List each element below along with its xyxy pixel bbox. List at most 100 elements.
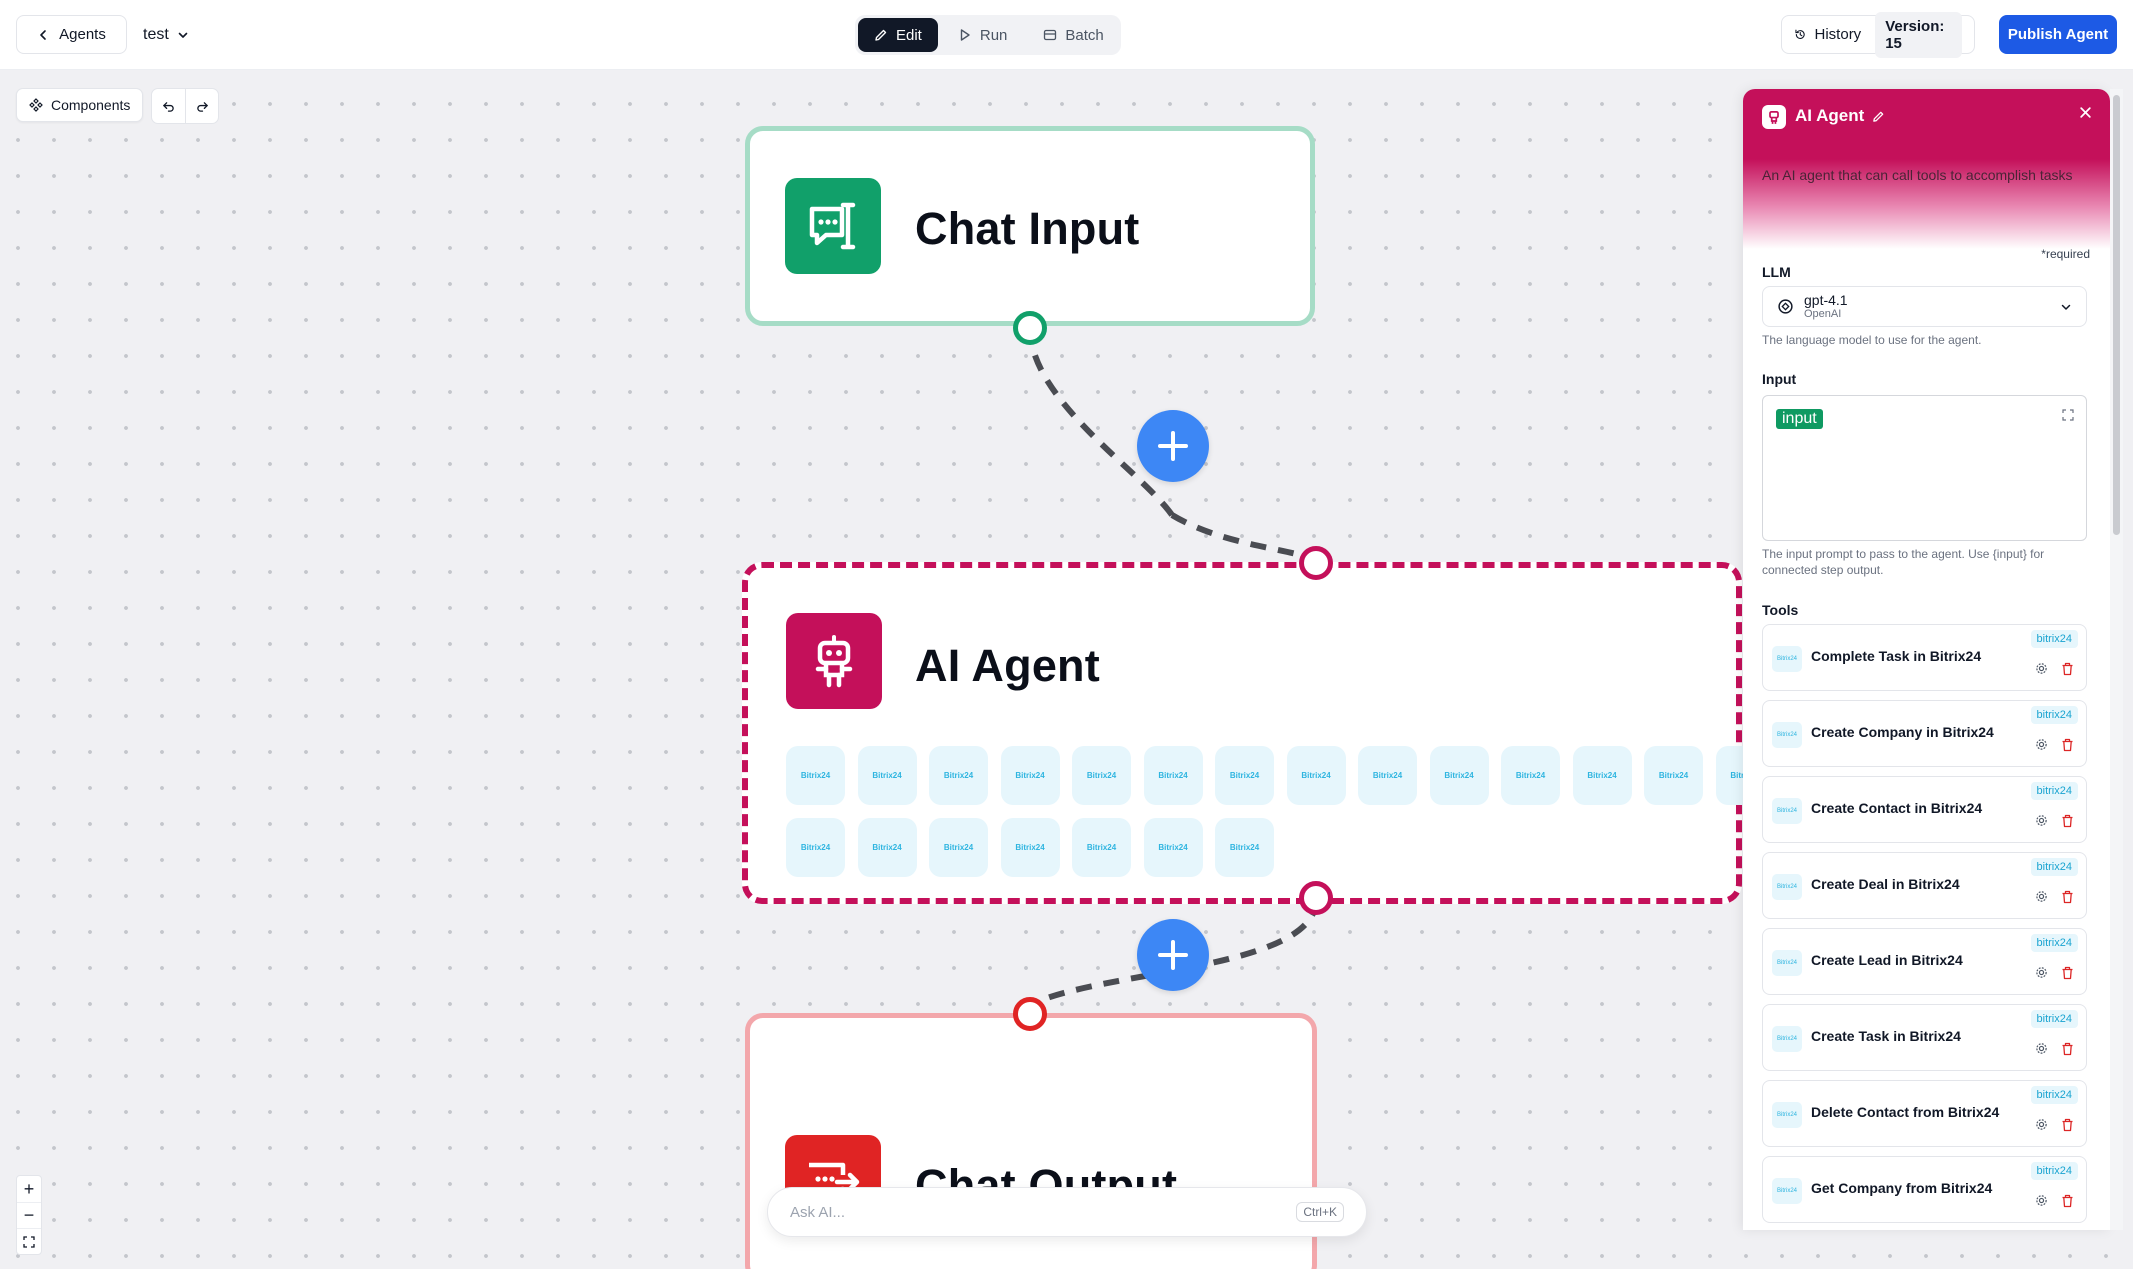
tool-delete-button[interactable] (2061, 890, 2074, 909)
input-variable-tag[interactable]: input (1776, 409, 1823, 429)
tool-chip[interactable]: Bitrix24 (1143, 818, 1203, 877)
ai-agent-output-port[interactable] (1299, 881, 1333, 915)
redo-button[interactable] (185, 89, 218, 123)
tool-chip-logo: Bitrix24 (1587, 771, 1617, 780)
tool-settings-button[interactable] (2035, 738, 2048, 756)
ask-ai-input[interactable]: Ask AI... Ctrl+K (767, 1187, 1367, 1237)
back-label: Agents (59, 26, 106, 43)
tool-provider-badge: bitrix24 (2030, 630, 2078, 648)
trash-icon (2062, 1118, 2073, 1132)
tool-delete-button[interactable] (2061, 738, 2074, 757)
publish-agent-button[interactable]: Publish Agent (1999, 15, 2117, 54)
tab-edit[interactable]: Edit (858, 18, 938, 52)
tool-chip[interactable]: Bitrix24 (1644, 746, 1703, 805)
tool-chip[interactable]: Bitrix24 (1215, 818, 1274, 877)
zoom-in-button[interactable]: + (17, 1176, 41, 1202)
expand-editor-button[interactable] (2062, 408, 2074, 426)
tool-chip[interactable]: Bitrix24 (929, 818, 988, 877)
bitrix24-logo-icon: Bitrix24 (1772, 1102, 1802, 1128)
tool-settings-button[interactable] (2035, 814, 2048, 832)
tool-chip[interactable]: Bitrix24 (786, 818, 845, 877)
back-to-agents-button[interactable]: Agents (16, 15, 127, 54)
tool-name: Get Company from Bitrix24 (1811, 1180, 1993, 1196)
tool-chip[interactable]: Bitrix24 (786, 746, 845, 805)
add-step-button-1[interactable] (1137, 410, 1209, 482)
tool-logo-text: Bitrix24 (1776, 1036, 1797, 1042)
zoom-out-button[interactable]: − (17, 1202, 41, 1228)
history-label: History (1814, 26, 1862, 43)
panel-scrollbar[interactable] (2110, 89, 2123, 1230)
panel-scrollbar-thumb[interactable] (2113, 95, 2120, 535)
tool-settings-button[interactable] (2035, 890, 2048, 908)
version-badge: Version: 15 (1875, 11, 1962, 58)
tool-provider-badge: bitrix24 (2030, 782, 2078, 800)
fit-view-button[interactable] (17, 1228, 41, 1254)
tool-chip[interactable]: Bitrix24 (1072, 818, 1131, 877)
close-icon (2080, 107, 2091, 118)
close-panel-button[interactable] (2079, 106, 2092, 124)
trash-icon (2062, 738, 2073, 752)
tool-provider-badge: bitrix24 (2030, 1162, 2078, 1180)
tool-delete-button[interactable] (2061, 966, 2074, 985)
ai-agent-input-port[interactable] (1299, 546, 1333, 580)
tool-chip[interactable]: Bitrix24 (929, 746, 988, 805)
chevron-down-icon (2061, 304, 2071, 310)
tool-chip[interactable]: Bitrix24 (1143, 746, 1203, 805)
tool-chip-logo: Bitrix24 (943, 771, 974, 780)
tool-settings-button[interactable] (2035, 1042, 2048, 1060)
components-label: Components (51, 97, 131, 113)
llm-help-text: The language model to use for the agent. (1762, 333, 1982, 347)
llm-label: LLM (1762, 264, 1791, 280)
tab-batch[interactable]: Batch (1027, 18, 1119, 52)
history-icon (1795, 29, 1805, 40)
tool-settings-button[interactable] (2035, 1118, 2048, 1136)
tab-run[interactable]: Run (942, 18, 1024, 52)
gear-icon (2036, 1119, 2047, 1130)
llm-select[interactable]: gpt-4.1 OpenAI (1762, 286, 2087, 327)
tool-delete-button[interactable] (2061, 662, 2074, 681)
history-button[interactable]: History Version: 15 (1781, 11, 1975, 58)
chat-input-output-port[interactable] (1013, 311, 1047, 345)
tool-settings-button[interactable] (2035, 1194, 2048, 1212)
tool-provider-badge: bitrix24 (2030, 934, 2078, 952)
agent-name-dropdown[interactable]: test (143, 15, 189, 54)
tool-chip[interactable]: Bitrix24 (1572, 746, 1632, 805)
tool-settings-button[interactable] (2035, 966, 2048, 984)
tool-delete-button[interactable] (2061, 1118, 2074, 1137)
tool-chip[interactable]: Bitrix24 (857, 746, 917, 805)
ask-ai-placeholder: Ask AI... (790, 1203, 846, 1221)
chat-output-input-port[interactable] (1013, 997, 1047, 1031)
add-step-button-2[interactable] (1137, 919, 1209, 991)
tool-chip[interactable]: Bitrix24 (1000, 746, 1060, 805)
tool-chip[interactable]: Bitrix24 (1072, 746, 1131, 805)
llm-provider-name: OpenAI (1804, 308, 1842, 320)
tool-chip[interactable]: Bitrix24 (1286, 746, 1346, 805)
tool-chip[interactable]: Bitrix24 (1000, 818, 1060, 877)
tool-delete-button[interactable] (2061, 1042, 2074, 1061)
tool-chip[interactable]: Bitrix24 (857, 818, 917, 877)
tool-chip[interactable]: Bitrix24 (1358, 746, 1417, 805)
tool-delete-button[interactable] (2061, 814, 2074, 833)
components-button[interactable]: Components (16, 88, 144, 122)
tool-chip[interactable]: Bitrix24 (1501, 746, 1560, 805)
tool-logo-text: Bitrix24 (1776, 1112, 1797, 1118)
tool-name: Create Lead in Bitrix24 (1811, 952, 1963, 968)
input-prompt-field[interactable]: input (1762, 395, 2087, 541)
tool-chip[interactable]: Bitrix24 (1215, 746, 1274, 805)
tool-delete-button[interactable] (2061, 1194, 2074, 1213)
tool-chip[interactable]: Bitrix24 (1429, 746, 1489, 805)
undo-button[interactable] (152, 89, 185, 123)
tool-settings-button[interactable] (2035, 662, 2048, 680)
panel-title[interactable]: AI Agent (1795, 106, 1885, 126)
mode-switch: Edit Run Batch (855, 15, 1121, 55)
chat-input-node[interactable]: Chat Input (745, 126, 1315, 326)
